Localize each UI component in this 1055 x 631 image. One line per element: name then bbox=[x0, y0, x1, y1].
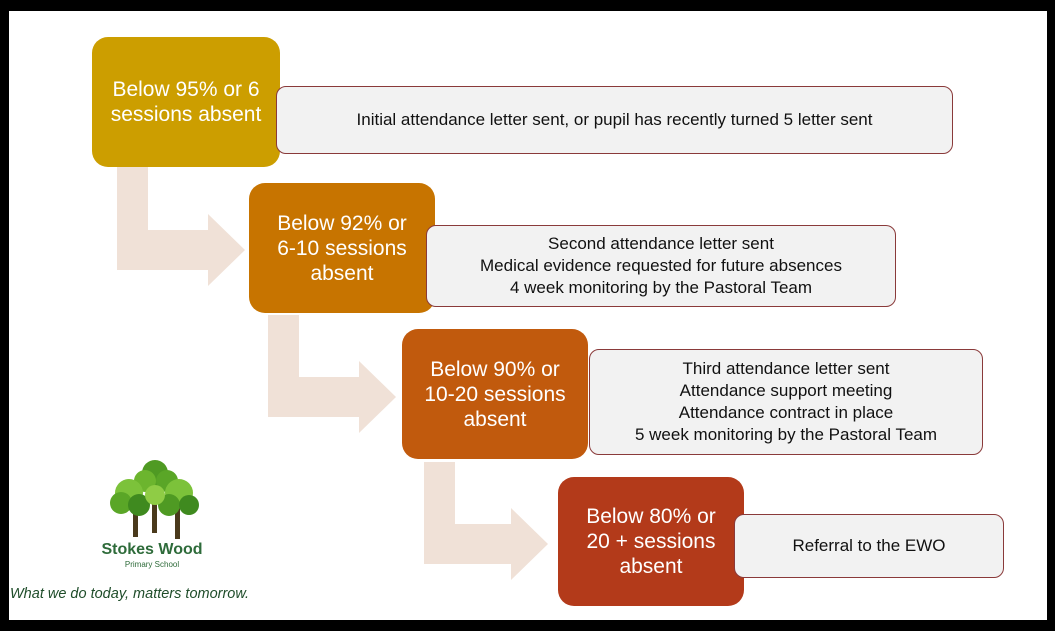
threshold-text-line: absent bbox=[310, 261, 374, 285]
flow-arrow bbox=[117, 167, 245, 286]
action-text: Attendance contract in place bbox=[678, 403, 894, 422]
action-text: Medical evidence requested for future ab… bbox=[480, 256, 842, 275]
action-box: Second attendance letter sent Medical ev… bbox=[426, 225, 896, 307]
action-box: Initial attendance letter sent, or pupil… bbox=[276, 86, 953, 154]
action-text: Referral to the EWO bbox=[792, 536, 946, 555]
action-text: Third attendance letter sent bbox=[682, 359, 890, 378]
trees-logo-icon bbox=[110, 460, 199, 539]
threshold-text-line: 10-20 sessions bbox=[424, 382, 566, 406]
action-box: Third attendance letter sent Attendance … bbox=[589, 349, 983, 455]
school-tagline: What we do today, matters tomorrow. bbox=[10, 586, 250, 602]
action-text: Initial attendance letter sent, or pupil… bbox=[356, 110, 873, 129]
action-text: 4 week monitoring by the Pastoral Team bbox=[509, 278, 813, 297]
threshold-text-line: Below 92% or bbox=[277, 211, 407, 235]
threshold-text-line: 6-10 sessions bbox=[277, 236, 407, 260]
action-text: Second attendance letter sent bbox=[548, 234, 774, 253]
threshold-text-line: sessions absent bbox=[110, 103, 262, 126]
threshold-text-line: absent bbox=[619, 555, 683, 578]
flow-arrows bbox=[117, 167, 548, 580]
threshold-text-line: 20 + sessions bbox=[586, 530, 716, 553]
action-text: 5 week monitoring by the Pastoral Team bbox=[634, 425, 938, 444]
threshold-text-line: Below 95% or 6 bbox=[112, 78, 260, 101]
flow-arrow bbox=[268, 315, 396, 433]
threshold-text-line: absent bbox=[463, 407, 527, 431]
action-text: Attendance support meeting bbox=[679, 381, 893, 400]
flow-arrow bbox=[424, 462, 548, 580]
threshold-text-line: Below 90% or bbox=[430, 357, 560, 381]
threshold-text-line: Below 80% or bbox=[586, 505, 716, 528]
action-box: Referral to the EWO bbox=[734, 514, 1004, 578]
school-subtitle: Primary School bbox=[124, 560, 180, 569]
school-name: Stokes Wood bbox=[101, 541, 203, 558]
